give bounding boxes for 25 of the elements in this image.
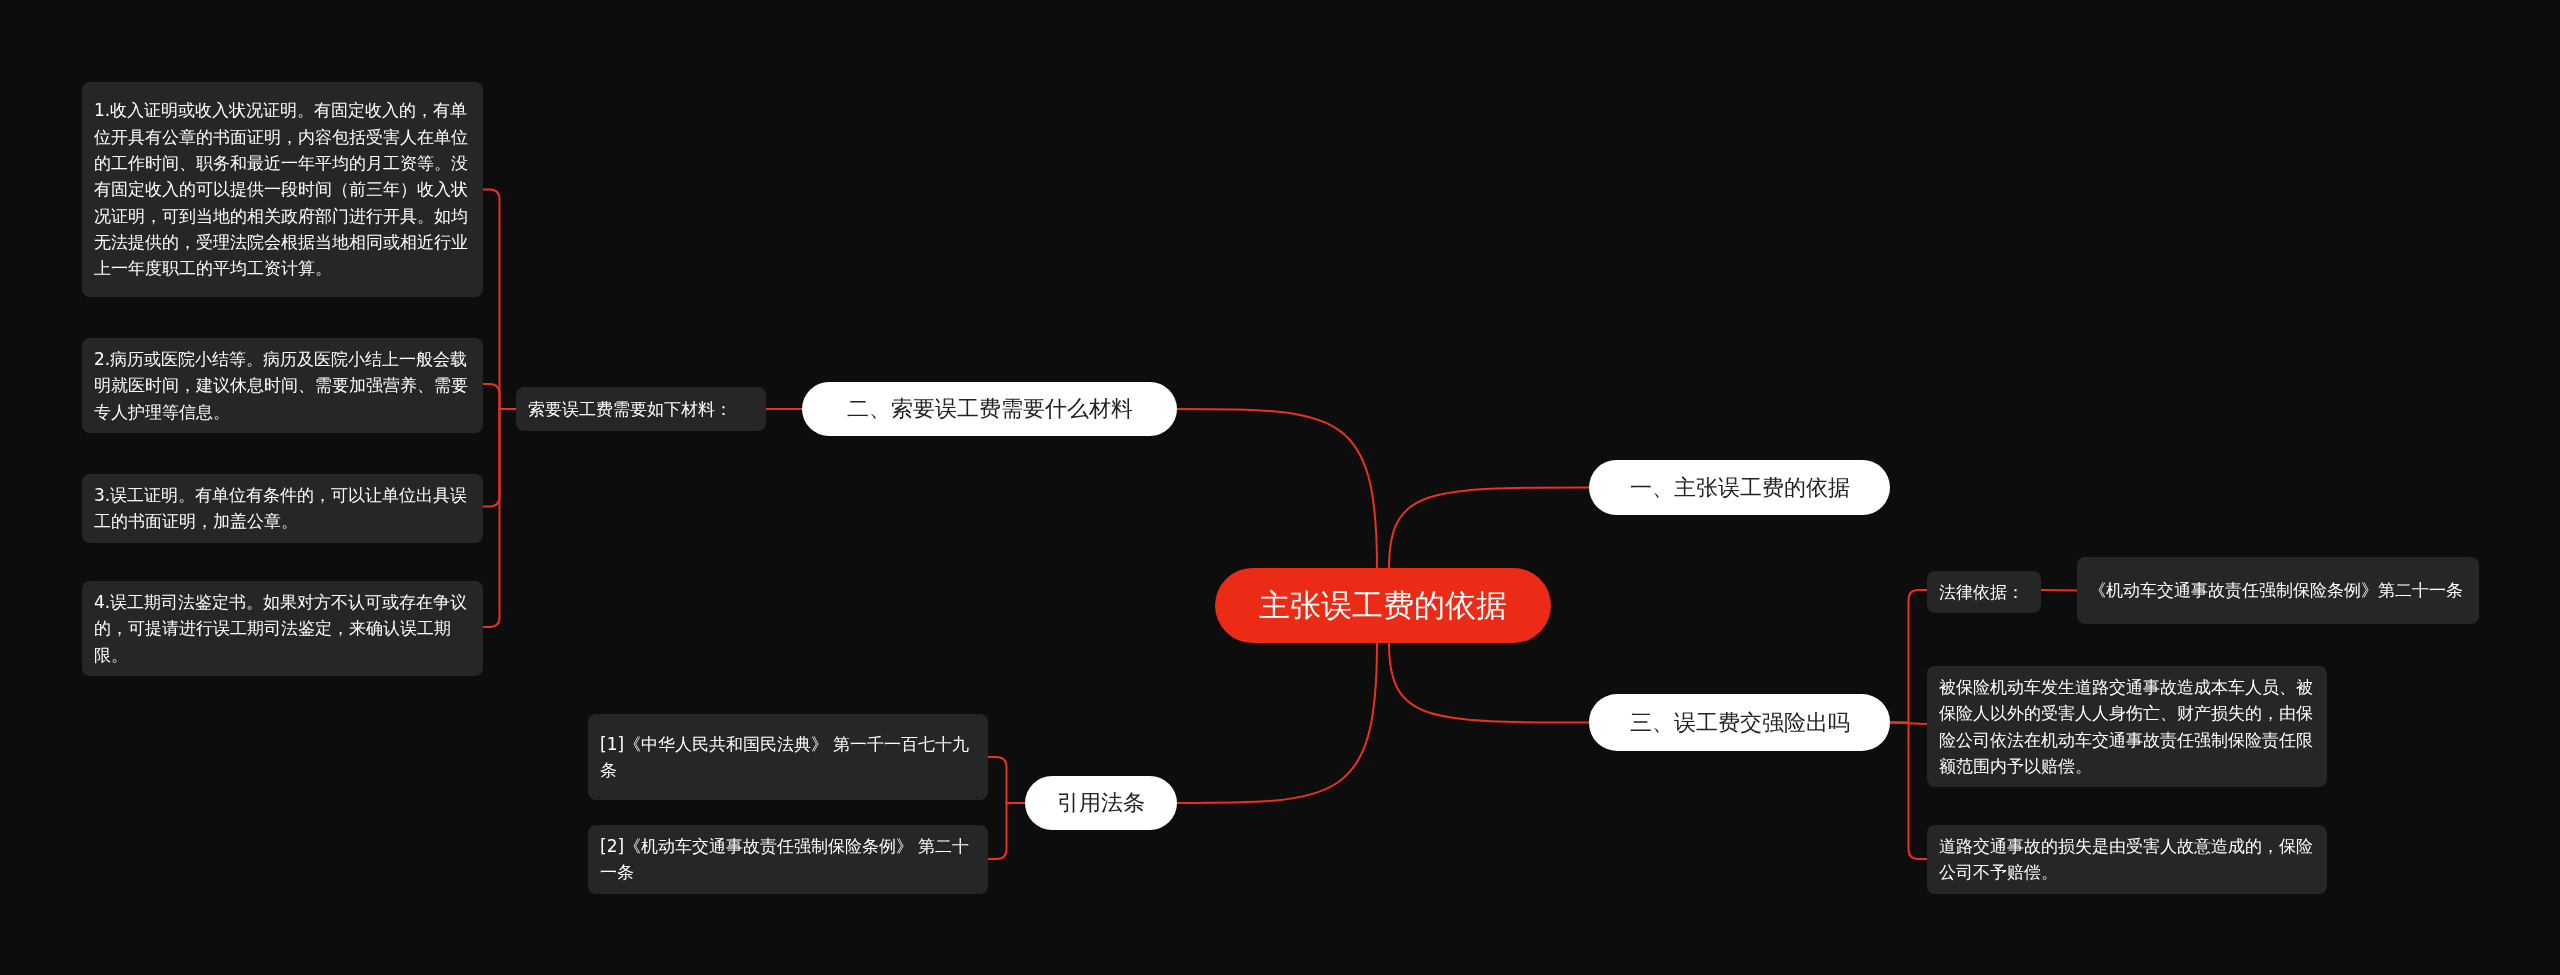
note-box: 4.误工期司法鉴定书。如果对方不认可或存在争议的，可提请进行误工期司法鉴定，来确认误工期限。 [82, 581, 483, 677]
note-box: 2.病历或医院小结等。病历及医院小结上一般会载明就医时间，建议休息时间、需要加强营养、需要专人护理等信息。 [82, 338, 483, 434]
connector-line [1176, 408, 1378, 569]
topic-pill: 一、主张误工费的依据 [1589, 460, 1890, 515]
topic-pill: 三、误工费交强险出吗 [1589, 694, 1890, 751]
note-box: [2]《机动车交通事故责任强制保险条例》 第二十一条 [588, 825, 988, 894]
note-box: 《机动车交通事故责任强制保险条例》第二十一条 [2077, 557, 2479, 624]
connector-line [482, 408, 517, 628]
note-box: 被保险机动车发生道路交通事故造成本车人员、被保险人以外的受害人人身伤亡、财产损失的，由保险公司依法在机动车交通事故责任强制保险责任限额范围内予以赔偿。 [1927, 666, 2327, 788]
note-box: 索要误工费需要如下材料： [516, 387, 766, 431]
note-box: 1.收入证明或收入状况证明。有固定收入的，有单位开具有公章的书面证明，内容包括受害人在单位的工作时间、职务和最近一年平均的月工资等。没有固定收入的可以提供一段时间（前三年）收入状况证明，可到当地的相关政府部门进行开具。如均无法提供的，受理法院会根据当地相同或相近行业上一年度职工的平均工资计算。 [82, 82, 483, 297]
connector-line [765, 408, 803, 410]
note-box: [1]《中华人民共和国民法典》 第一千一百七十九条 [588, 714, 988, 800]
connector-line [1388, 486, 1590, 569]
note-box: 道路交通事故的损失是由受害人故意造成的，保险公司不予赔偿。 [1927, 825, 2327, 894]
note-box: 法律依据： [1927, 571, 2041, 614]
topic-pill: 引用法条 [1025, 776, 1177, 830]
connector-line [1889, 721, 1928, 860]
note-box: 3.误工证明。有单位有条件的，可以让单位出具误工的书面证明，加盖公章。 [82, 474, 483, 543]
central-topic: 主张误工费的依据 [1215, 568, 1551, 643]
connector-line [1176, 642, 1378, 804]
connector-line [2040, 589, 2078, 592]
topic-pill: 二、索要误工费需要什么材料 [802, 382, 1177, 436]
connector-line [1388, 642, 1590, 724]
connector-line [987, 802, 1026, 860]
